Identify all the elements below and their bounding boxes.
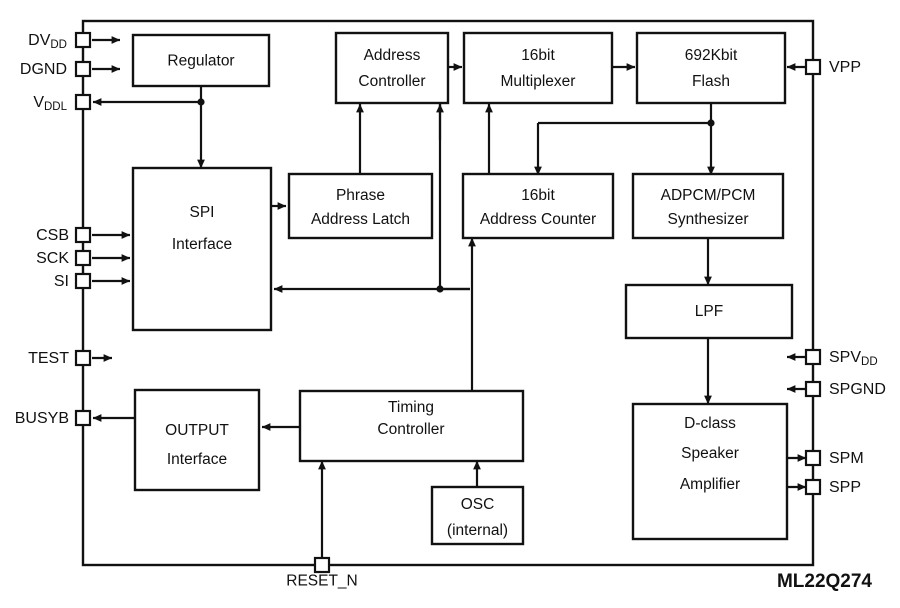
pin-label-spp: SPP [829, 479, 861, 496]
block-speaker-amplifier-label-line1: D-class [684, 415, 736, 432]
block-speaker-amplifier[interactable]: D-class Speaker Amplifier [631, 402, 789, 541]
block-spi-interface-label-line1: SPI [190, 204, 215, 221]
pin-spvdd[interactable]: SPVDD [786, 348, 878, 368]
pin-test[interactable]: TEST [28, 349, 92, 367]
block-adpcm-pcm-synthesizer[interactable]: ADPCM/PCM Synthesizer [631, 172, 785, 240]
pin-label-reset-n: RESET_N [286, 572, 358, 589]
pin-pad-test[interactable] [74, 349, 92, 367]
pin-label-dgnd: DGND [20, 61, 67, 78]
block-timing-controller-label-line1: Timing [388, 399, 434, 416]
block-phrase-address-latch-label-line2: Address Latch [311, 211, 410, 228]
pin-pad-csb[interactable] [74, 226, 92, 244]
pin-label-sck: SCK [36, 250, 69, 267]
pin-reset-n[interactable]: RESET_N [286, 556, 358, 589]
block-osc-label-line1: OSC [461, 496, 495, 513]
pin-label-busyb: BUSYB [15, 410, 69, 427]
block-lpf-label: LPF [695, 303, 723, 320]
pin-spm[interactable]: SPM [787, 449, 864, 467]
block-adpcm-pcm-synthesizer-label-line2: Synthesizer [668, 211, 749, 228]
pin-pad-vddl[interactable] [74, 93, 92, 111]
block-osc-label-line2: (internal) [447, 522, 508, 539]
pin-pad-spp[interactable] [804, 478, 822, 496]
pin-csb[interactable]: CSB [36, 226, 92, 244]
pin-pad-dgnd[interactable] [74, 60, 92, 78]
pin-pad-sck[interactable] [74, 249, 92, 267]
pin-pad-vpp[interactable] [804, 58, 822, 76]
pin-label-vpp: VPP [829, 59, 861, 76]
block-spi-interface-label-line2: Interface [172, 236, 232, 253]
pin-label-si: SI [54, 273, 69, 290]
block-timing-controller-label-line2: Controller [377, 421, 444, 438]
pin-sck[interactable]: SCK [36, 249, 92, 267]
block-address-controller-label-line2: Controller [358, 73, 425, 90]
pin-label-dvdd-sub: DD [50, 39, 67, 51]
block-address-controller-label-line1: Address [364, 47, 421, 64]
pin-si[interactable]: SI [54, 272, 92, 290]
block-phrase-address-latch[interactable]: Phrase Address Latch [287, 172, 434, 240]
pin-pad-spvdd[interactable] [804, 348, 822, 366]
pin-pad-spm[interactable] [804, 449, 822, 467]
block-multiplexer-label-line1: 16bit [521, 47, 555, 64]
chip-boundary [81, 19, 815, 567]
block-output-interface[interactable]: OUTPUT Interface [133, 388, 261, 492]
part-number-label: ML22Q274 [777, 571, 872, 592]
block-speaker-amplifier-label-line3: Amplifier [680, 476, 740, 493]
pin-vpp[interactable]: VPP [786, 58, 861, 76]
block-regulator[interactable]: Regulator [131, 33, 271, 88]
block-speaker-amplifier-label-line2: Speaker [681, 445, 739, 462]
pin-label-spgnd: SPGND [829, 381, 886, 398]
block-regulator-label: Regulator [167, 53, 234, 70]
pin-spgnd[interactable]: SPGND [786, 380, 886, 398]
block-osc[interactable]: OSC (internal) [430, 485, 525, 546]
pin-pad-dvdd[interactable] [74, 31, 92, 49]
pin-pad-reset-n[interactable] [313, 556, 331, 574]
pin-dgnd[interactable]: DGND [20, 60, 92, 78]
pin-label-spvdd-base: SPV [829, 349, 861, 366]
block-address-controller[interactable]: Address Controller [334, 31, 450, 105]
pin-pad-si[interactable] [74, 272, 92, 290]
pin-label-test: TEST [28, 350, 69, 367]
block-output-interface-label-line2: Interface [167, 451, 227, 468]
block-phrase-address-latch-label-line1: Phrase [336, 187, 385, 204]
pin-label-spvdd-sub: DD [861, 356, 878, 368]
junction-regulator-vddl [197, 98, 205, 106]
pin-vddl[interactable]: VDDL [33, 93, 92, 113]
pin-pad-spgnd[interactable] [804, 380, 822, 398]
block-address-counter-label-line2: Address Counter [480, 211, 596, 228]
block-multiplexer-label-line2: Multiplexer [501, 73, 576, 90]
block-multiplexer[interactable]: 16bit Multiplexer [462, 31, 614, 105]
pin-label-csb: CSB [36, 227, 69, 244]
block-timing-controller[interactable]: Timing Controller [298, 389, 525, 463]
block-spi-interface[interactable]: SPI Interface [131, 166, 273, 332]
pin-pad-busyb[interactable] [74, 409, 92, 427]
pin-label-vddl-sub: DDL [44, 101, 68, 113]
block-flash-label-line2: Flash [692, 73, 730, 90]
pin-spp[interactable]: SPP [787, 478, 861, 496]
block-output-interface-label-line1: OUTPUT [165, 422, 229, 439]
pin-label-dvdd-base: DV [28, 32, 51, 49]
pin-label-dvdd: DVDD [28, 32, 67, 51]
block-flash[interactable]: 692Kbit Flash [635, 31, 787, 105]
block-address-counter-label-line1: 16bit [521, 187, 555, 204]
pin-label-vddl-base: V [33, 94, 44, 111]
block-flash-label-line1: 692Kbit [685, 47, 738, 64]
pin-dvdd[interactable]: DVDD [28, 31, 92, 51]
block-adpcm-pcm-synthesizer-label-line1: ADPCM/PCM [661, 187, 756, 204]
pin-label-vddl: VDDL [33, 94, 67, 113]
pin-busyb[interactable]: BUSYB [15, 409, 92, 427]
block-lpf[interactable]: LPF [624, 283, 794, 340]
pin-label-spvdd: SPVDD [829, 349, 878, 368]
pin-label-spm: SPM [829, 450, 864, 467]
block-address-counter[interactable]: 16bit Address Counter [461, 172, 615, 240]
